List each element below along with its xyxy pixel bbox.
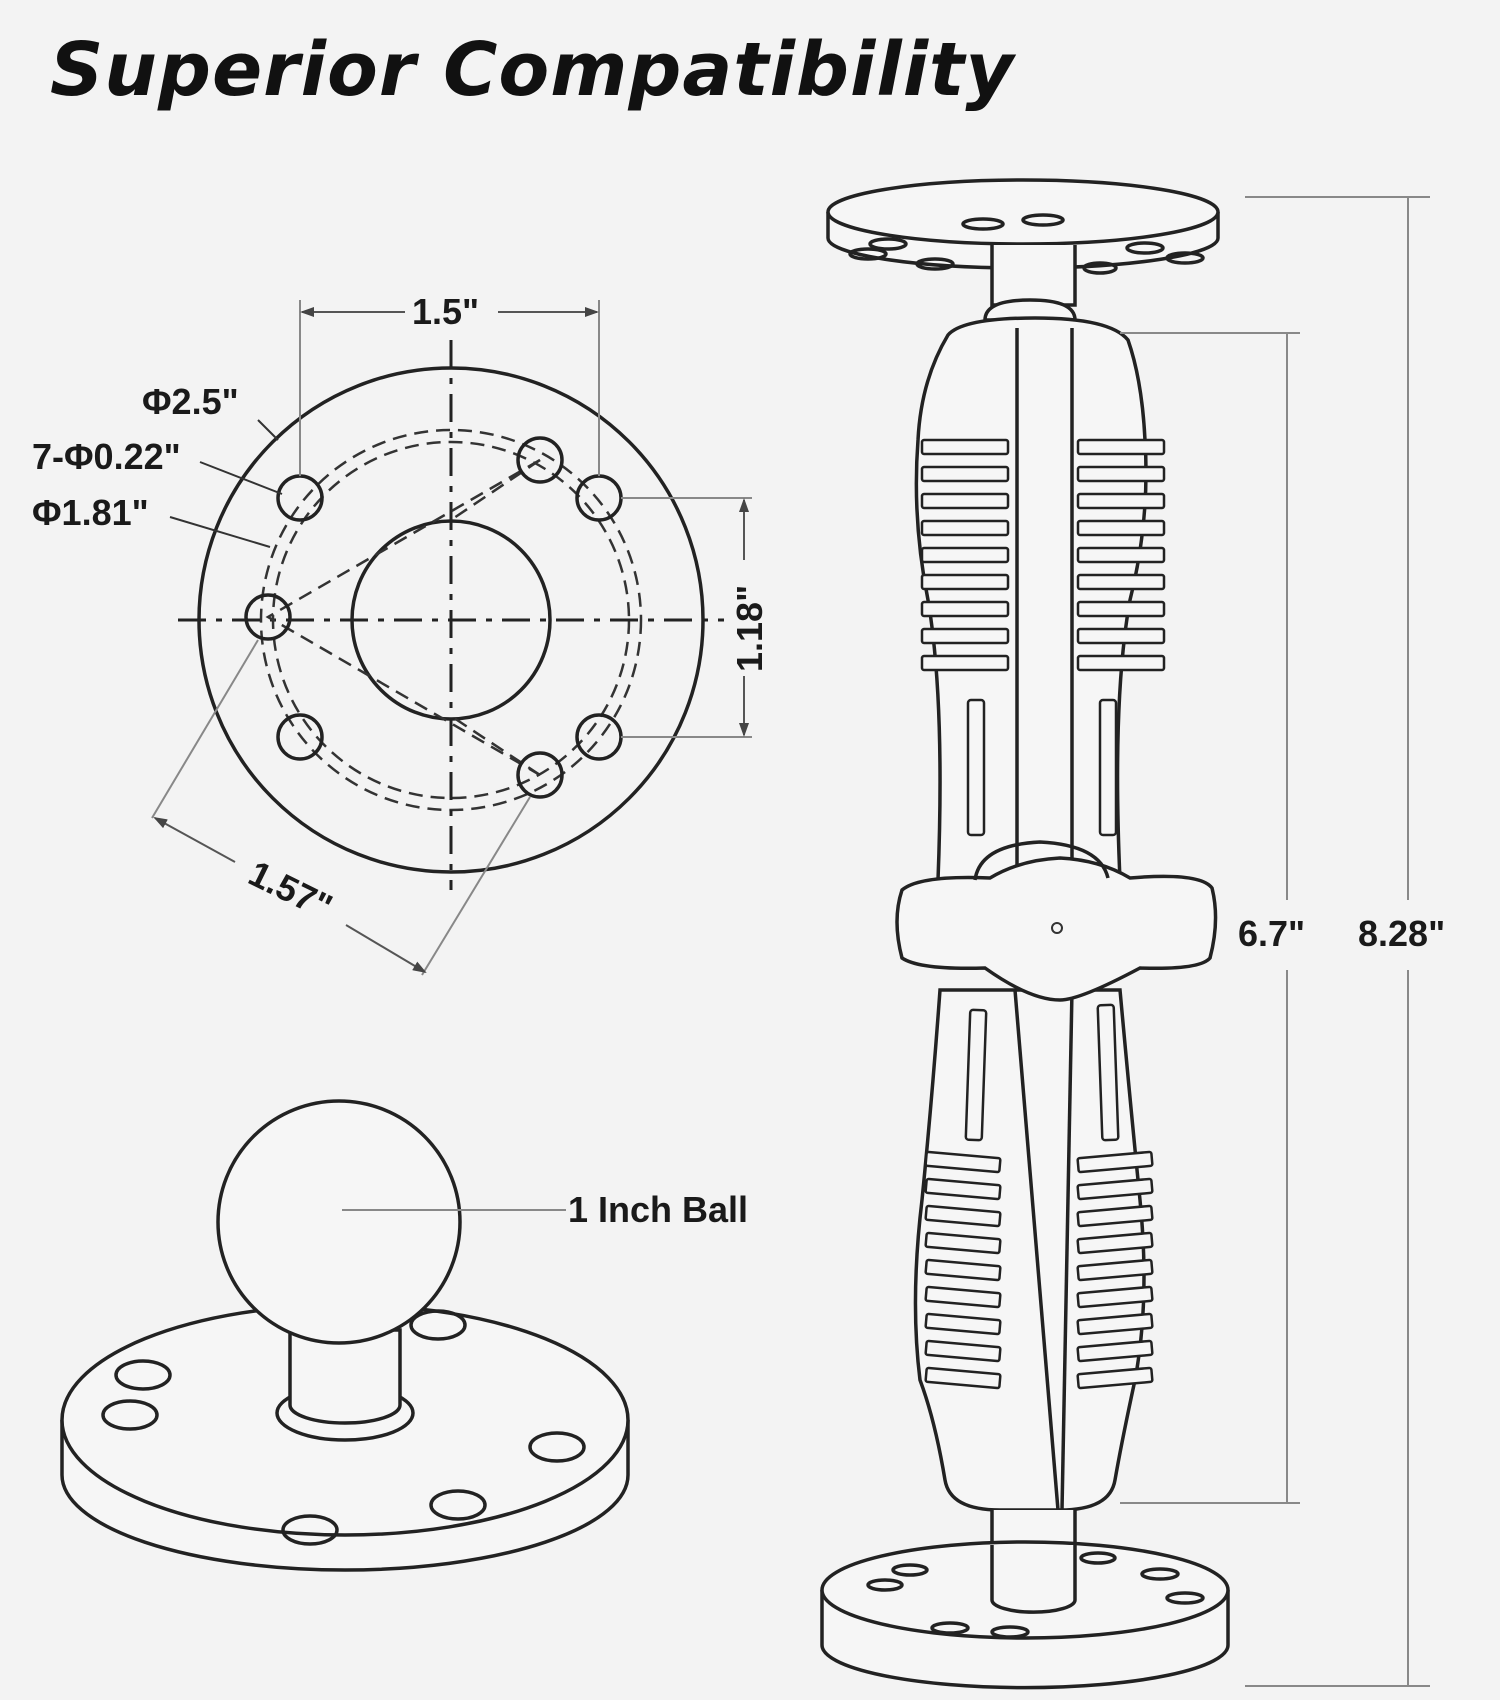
arm-length-label: 6.7" <box>1238 913 1305 954</box>
mount-hole <box>575 474 623 522</box>
grip-slot <box>1076 1339 1154 1363</box>
dimension-width-label: 1.5" <box>412 291 479 332</box>
mount-hole <box>276 713 324 761</box>
top-plate <box>826 178 1220 246</box>
ball <box>216 1099 462 1345</box>
grip-slot <box>924 1204 1002 1228</box>
grip-slot <box>920 600 1010 618</box>
mount-hole <box>244 593 292 641</box>
knob-center-mark <box>1051 922 1063 934</box>
grip-slot <box>920 438 1010 456</box>
mount-hole <box>276 474 324 522</box>
grip-slot <box>1076 654 1166 672</box>
grip-slot <box>920 573 1010 591</box>
total-length-label: 8.28" <box>1358 913 1445 954</box>
plate-construction-line <box>450 714 541 777</box>
mount-hole <box>516 751 564 799</box>
grip-slot <box>924 1366 1002 1390</box>
double-arm-view: 6.7" 8.28" <box>820 178 1445 1690</box>
ball-base-view: 1 Inch Ball <box>60 1099 748 1572</box>
grip-slot <box>924 1258 1002 1282</box>
grip-slot <box>920 546 1010 564</box>
ball-label: 1 Inch Ball <box>568 1189 748 1230</box>
plate-construction-lines <box>265 458 541 777</box>
grip-slot <box>920 627 1010 645</box>
grip-slot <box>924 1285 1002 1309</box>
grip-slot <box>1076 600 1166 618</box>
grip-slot <box>1076 438 1166 456</box>
grip-slot <box>924 1231 1002 1255</box>
grip-slot <box>924 1150 1002 1174</box>
upper-grip-slots <box>920 438 1166 672</box>
grip-slot <box>1076 465 1166 483</box>
grip-slot <box>1076 1150 1154 1174</box>
grip-slot <box>924 1177 1002 1201</box>
dimension-vertical-label: 1.18" <box>729 585 770 672</box>
plate-construction-line <box>450 458 541 522</box>
mount-hole <box>575 713 623 761</box>
grip-slot <box>1076 519 1166 537</box>
grip-slot <box>924 1339 1002 1363</box>
grip-slot <box>924 1312 1002 1336</box>
lower-grip-slots <box>924 1150 1154 1390</box>
grip-slot <box>1076 1231 1154 1255</box>
grip-slot <box>920 519 1010 537</box>
grip-slot <box>920 492 1010 510</box>
grip-slot <box>1076 1366 1154 1390</box>
grip-slot <box>1076 1312 1154 1336</box>
grip-slot <box>1076 1204 1154 1228</box>
hole-count-label: 7-Φ0.22" <box>32 436 181 477</box>
grip-slot <box>1076 573 1166 591</box>
grip-slot <box>1076 1177 1154 1201</box>
dimension-diagonal-label: 1.57" <box>242 852 338 927</box>
grip-slot <box>1076 546 1166 564</box>
grip-slot <box>1076 627 1166 645</box>
grip-slot <box>1076 492 1166 510</box>
grip-slot <box>1076 1285 1154 1309</box>
grip-slot <box>920 654 1010 672</box>
outer-diameter-label: Φ2.5" <box>142 381 239 422</box>
bolt-circle-label: Φ1.81" <box>32 492 149 533</box>
grip-slot <box>920 465 1010 483</box>
page-title: Superior Compatibility <box>50 27 1015 113</box>
grip-slot <box>1076 1258 1154 1282</box>
plate-top-view: 1.5" 1.18" 1.57" Φ2.5" 7-Φ0.22" Φ1.81" <box>32 291 770 976</box>
tension-knob <box>895 856 1218 1002</box>
mount-hole <box>516 436 564 484</box>
